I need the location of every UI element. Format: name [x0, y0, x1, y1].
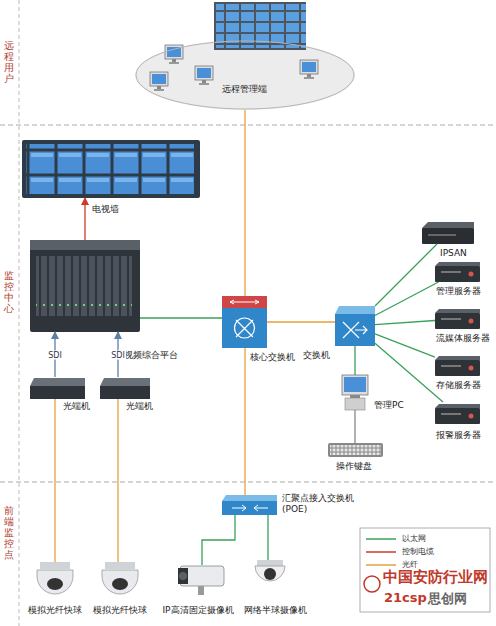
connector-line — [375, 321, 435, 325]
zone-label: 远程用户 — [4, 40, 14, 84]
device-label: 管理PC — [374, 400, 404, 411]
ipsan-storage: IPSAN — [422, 222, 474, 244]
bullet-camera: IP高清固定摄像机 — [178, 565, 226, 595]
optical-transceiver: 光端机 — [30, 377, 85, 399]
zone-label: 前端监控点 — [4, 505, 14, 560]
connector-line — [244, 110, 245, 296]
server: 管理服务器 — [435, 262, 480, 282]
device-label: 报警服务器 — [436, 430, 481, 441]
device-label: 操作键盘 — [336, 461, 372, 472]
connector-line — [375, 334, 435, 357]
device-label: 管理服务器 — [436, 286, 481, 297]
device-label: 网络半球摄像机 — [230, 605, 320, 616]
optical-transceiver: 光端机 — [100, 377, 150, 399]
legend-text: 光纤 — [402, 560, 418, 570]
device-label: 远程管理端 — [222, 84, 267, 95]
connector-line — [117, 399, 118, 562]
legend-sample — [366, 534, 396, 544]
device-label: 模拟光纤快球 — [75, 605, 165, 616]
connector-line — [244, 348, 245, 495]
device-label: 光端机 — [63, 401, 90, 412]
device-label: 电视墙 — [92, 204, 119, 215]
switch: 交换机 — [335, 306, 375, 346]
remote-client-ellipse: 远程管理端 — [135, 40, 355, 110]
device-label: 汇聚点接入交换机 (POE) — [282, 493, 360, 515]
legend-text: 控制电缆 — [402, 547, 434, 557]
poe-switch: 汇聚点接入交换机 (POE) — [222, 495, 277, 515]
connector-line — [375, 282, 439, 316]
dome-camera: 模拟光纤快球 — [35, 562, 75, 598]
connector-line — [84, 198, 85, 240]
server: 流媒体服务器 — [435, 308, 480, 330]
edge-label: SDI — [47, 350, 63, 359]
connector-line — [140, 317, 222, 318]
core-switch: 核心交换机 — [222, 296, 267, 348]
watermark: 中国安防行业网 — [383, 568, 488, 587]
connector-line — [54, 399, 55, 562]
watermark: 21csp — [384, 590, 427, 605]
connector-line — [375, 244, 437, 306]
management-pc: 管理PC — [340, 375, 370, 410]
server: 存储服务器 — [435, 355, 480, 377]
server: 报警服务器 — [435, 402, 480, 427]
dome-camera: 模拟光纤快球 — [100, 562, 140, 598]
legend-sample — [366, 547, 396, 557]
device-label: 核心交换机 — [250, 352, 295, 363]
device-label: 视频综合平台 — [124, 350, 178, 361]
legend-sample — [366, 560, 396, 570]
legend-text: 以太网 — [402, 534, 426, 544]
device-label: 光端机 — [126, 401, 153, 412]
device-label: 流媒体服务器 — [436, 333, 490, 344]
connector-line — [375, 343, 443, 402]
connector-line — [267, 515, 268, 560]
connector-line — [354, 346, 355, 375]
zone-label: 监控中心 — [4, 270, 14, 314]
device-label: IP高清固定摄像机 — [153, 605, 243, 616]
ellipse-outline — [135, 40, 355, 110]
connector-line — [202, 515, 235, 565]
tv-wall: 电视墙 — [22, 140, 200, 198]
keyboard: 操作键盘 — [328, 443, 383, 457]
device-label: IPSAN — [440, 248, 467, 259]
video-platform: 视频综合平台 — [30, 240, 140, 332]
device-label: 交换机 — [303, 350, 330, 361]
connector-line — [354, 410, 355, 443]
device-label: 存储服务器 — [436, 380, 481, 391]
edge-label: SDI — [110, 350, 126, 359]
connector-line — [267, 321, 335, 322]
watermark: 思创网 — [428, 590, 467, 608]
device-label: 模拟光纤快球 — [10, 605, 100, 616]
mini-dome-camera: 网络半球摄像机 — [255, 560, 285, 594]
